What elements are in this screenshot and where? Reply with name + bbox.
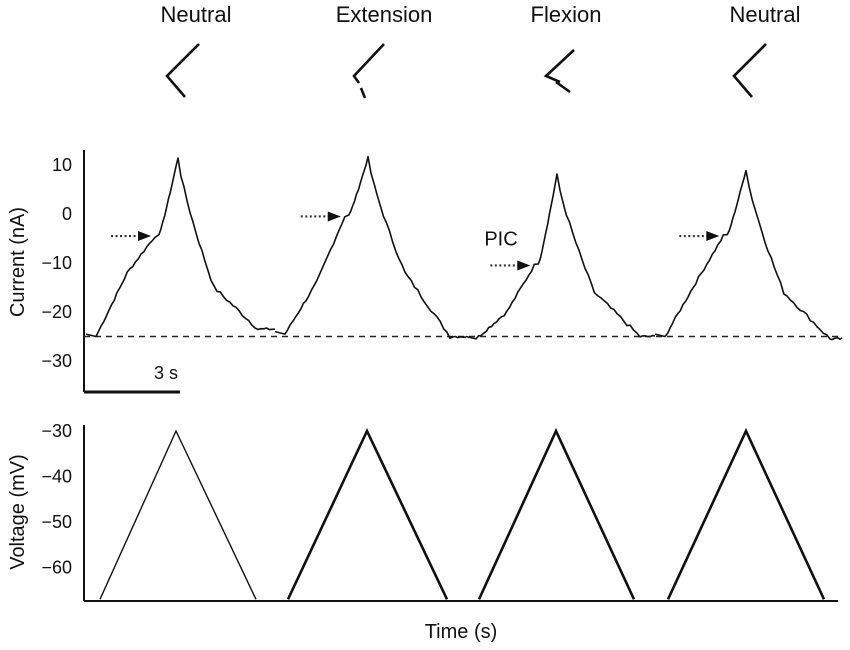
current-tick-label: −20: [41, 302, 72, 322]
voltage-ramp-2: [286, 427, 449, 600]
condition-headers: Neutral Extension Flexion Neutral: [161, 2, 801, 99]
pic-arrow-3: [490, 260, 531, 271]
current-trace-cycle-4: [654, 169, 843, 341]
pic-arrow-2: [300, 211, 341, 222]
pic-arrow-4: [679, 231, 720, 242]
current-trace-cycle-3: [465, 173, 656, 340]
condition-label-1: Neutral: [161, 2, 232, 27]
scale-bar-label: 3 s: [154, 363, 178, 383]
voltage-panel: Voltage (mV) −30 −40 −50 −60 Time (s): [7, 421, 838, 643]
current-trace-cycle-2: [274, 155, 467, 340]
current-trace-cycle-1: [85, 157, 276, 338]
current-tick-label: 10: [52, 155, 72, 175]
voltage-tick-label: −60: [41, 558, 72, 578]
condition-label-4: Neutral: [730, 2, 801, 27]
condition-label-2: Extension: [336, 2, 433, 27]
voltage-tick-label: −30: [41, 421, 72, 441]
voltage-ramp-4: [666, 427, 826, 600]
flexion-posture-icon: [543, 49, 575, 94]
voltage-ramp-1: [99, 429, 257, 600]
extension-posture-icon: [352, 43, 385, 99]
voltage-ramp-3: [477, 427, 636, 600]
time-x-axis-title: Time (s): [425, 621, 498, 643]
current-tick-label: −10: [41, 253, 72, 273]
voltage-tick-label: −50: [41, 512, 72, 532]
neutral-posture-icon: [732, 43, 767, 98]
current-y-axis-title: Current (nA): [7, 207, 29, 317]
current-tick-label: 0: [62, 204, 72, 224]
neutral-posture-icon: [165, 43, 200, 98]
condition-label-3: Flexion: [531, 2, 602, 27]
current-tick-label: −30: [41, 351, 72, 371]
voltage-y-axis-title: Voltage (mV): [7, 454, 29, 570]
pic-annotation: PIC: [484, 228, 517, 250]
scale-bar: 3 s: [84, 363, 180, 394]
pic-arrow-1: [111, 231, 152, 242]
current-panel: Current (nA) 10 0 −10 −20 −30 PIC: [7, 150, 843, 392]
voltage-tick-label: −40: [41, 467, 72, 487]
